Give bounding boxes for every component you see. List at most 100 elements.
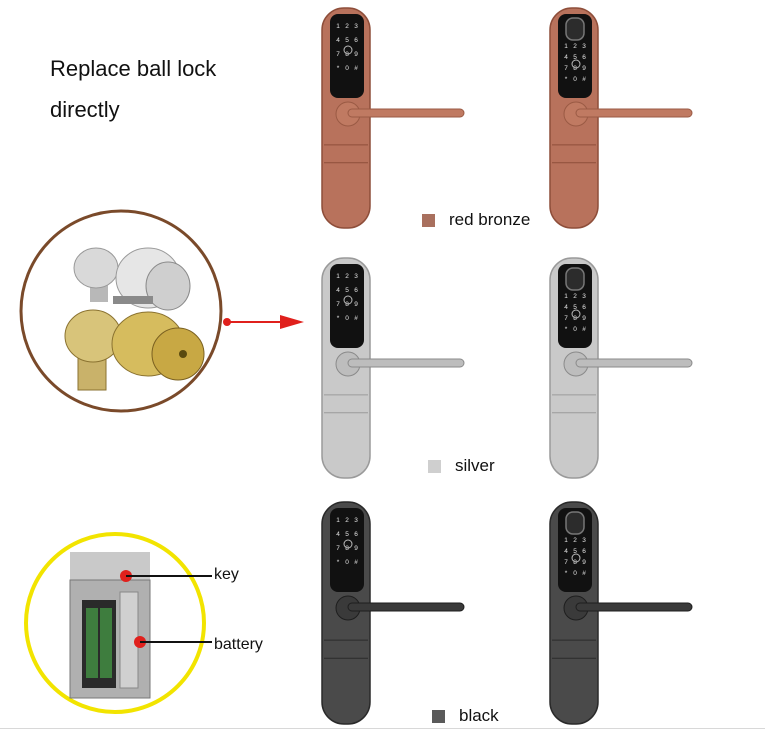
keypad-key: 5 (573, 548, 577, 555)
keypad-key: 3 (354, 517, 358, 524)
keypad-key: 9 (354, 301, 358, 308)
keypad-key: 7 (564, 315, 568, 322)
keypad-key: 4 (564, 304, 568, 311)
swatch-black (432, 709, 445, 723)
keypad-key: 0 (345, 315, 349, 322)
keypad-panel (330, 14, 364, 98)
finish-black: black (432, 706, 499, 726)
keypad-key: # (582, 76, 586, 83)
silver-knob-lock (73, 247, 191, 311)
keypad-key: * (337, 65, 340, 72)
keypad-key: 4 (336, 531, 340, 538)
lever-handle (575, 108, 693, 118)
keypad-key: 3 (354, 23, 358, 30)
keypad-key: 4 (564, 548, 568, 555)
fingerprint-sensor (565, 267, 585, 291)
keypad-key: 8 (345, 545, 349, 552)
replace-arrow (223, 315, 304, 329)
keypad-key: 0 (345, 65, 349, 72)
keypad-key: 8 (573, 559, 577, 566)
keypad-key: 9 (582, 65, 586, 72)
headline-line-1: Replace ball lock (50, 56, 217, 81)
finish-red-bronze: red bronze (422, 210, 530, 230)
keypad-key: 3 (582, 293, 586, 300)
lock-center-icon (343, 539, 353, 549)
callout-lines (126, 575, 212, 643)
finish-label: red bronze (449, 210, 531, 229)
keypad-key: 0 (573, 326, 577, 333)
fingerprint-sensor (565, 511, 585, 535)
lever-handle (347, 108, 465, 118)
keypad-key: 1 (564, 43, 568, 50)
keypad-key: 6 (582, 548, 586, 555)
keypad-key: 7 (336, 301, 340, 308)
swatch-red-bronze (422, 213, 435, 227)
keypad-key: 5 (345, 287, 349, 294)
keypad-key: 1 (564, 293, 568, 300)
keypad-key: * (565, 326, 568, 333)
keypad-key: 2 (345, 517, 349, 524)
keypad-key: 6 (582, 304, 586, 311)
keypad-key: 5 (345, 37, 349, 44)
keypad-key: 2 (345, 273, 349, 280)
keypad-key: 6 (354, 37, 358, 44)
ball-lock-illustration (19, 209, 223, 413)
keypad-key: 8 (573, 65, 577, 72)
keypad-panel (330, 264, 364, 348)
keypad-key: 7 (564, 559, 568, 566)
keypad-key: 1 (336, 273, 340, 280)
keypad-key: 3 (354, 273, 358, 280)
keypad-key: # (354, 559, 358, 566)
keypad-key: # (354, 65, 358, 72)
lever-handle (347, 602, 465, 612)
fingerprint-sensor (565, 17, 585, 41)
lever-handle (575, 602, 693, 612)
keypad-key: # (354, 315, 358, 322)
lock-center-icon (571, 553, 581, 563)
keypad-key: 7 (336, 545, 340, 552)
keypad-key: 8 (573, 315, 577, 322)
keypad-key: 1 (564, 537, 568, 544)
keypad-key: 2 (345, 23, 349, 30)
lever-handle (347, 358, 465, 368)
keypad-key: 7 (564, 65, 568, 72)
keypad-key: 4 (564, 54, 568, 61)
keypad-key: 9 (582, 559, 586, 566)
lock-center-icon (343, 295, 353, 305)
keypad-key: 4 (336, 37, 340, 44)
keypad-key: 0 (345, 559, 349, 566)
keypad-key: 2 (573, 43, 577, 50)
keypad-key: 7 (336, 51, 340, 58)
keypad-key: 9 (354, 545, 358, 552)
keypad-key: 9 (582, 315, 586, 322)
keypad-key: 6 (354, 531, 358, 538)
lever-handle (575, 358, 693, 368)
keypad-key: 0 (573, 570, 577, 577)
keypad-key: 3 (582, 537, 586, 544)
keypad-panel (330, 508, 364, 592)
keypad-key: 0 (573, 76, 577, 83)
callout-battery: battery (214, 636, 263, 653)
lock-center-icon (571, 309, 581, 319)
keypad-key: # (582, 570, 586, 577)
keypad-key: 1 (336, 23, 340, 30)
keypad-key: * (565, 570, 568, 577)
battery-compartment-illustration (24, 532, 206, 714)
keypad-key: 2 (573, 293, 577, 300)
keypad-key: 6 (582, 54, 586, 61)
swatch-silver (428, 459, 441, 473)
bottom-divider (0, 728, 765, 729)
keypad-key: 6 (354, 287, 358, 294)
keypad-key: 8 (345, 301, 349, 308)
keypad-key: * (337, 559, 340, 566)
callout-key: key (214, 566, 239, 583)
keypad-key: 8 (345, 51, 349, 58)
headline-line-2: directly (50, 97, 120, 122)
finish-label: black (459, 706, 499, 725)
